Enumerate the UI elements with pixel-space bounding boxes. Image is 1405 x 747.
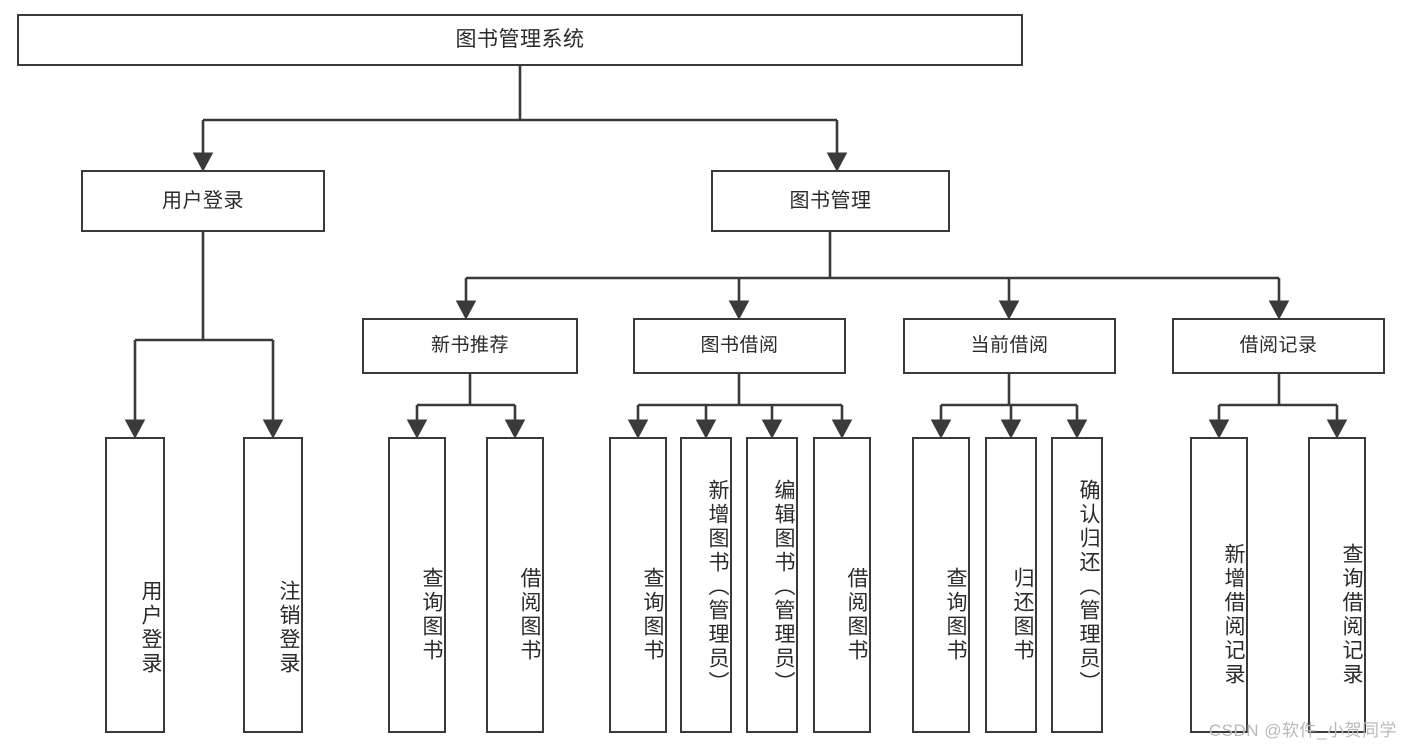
node-root-library-system[interactable]: 图书管理系统 xyxy=(17,14,1023,66)
edges-login-to-leaves xyxy=(124,232,284,439)
leaf-borrow-books[interactable]: 借阅图书 xyxy=(813,437,871,733)
leaf-return-books[interactable]: 归还图书 xyxy=(985,437,1037,733)
node-book-management[interactable]: 图书管理 xyxy=(711,170,950,232)
leaf-add-book-admin[interactable]: 新增图书（管理员） xyxy=(680,437,732,733)
node-user-login[interactable]: 用户登录 xyxy=(81,170,325,232)
edges-newbooks-to-leaves xyxy=(406,374,526,439)
edges-books-to-level2 xyxy=(455,232,1290,320)
leaf-user-login[interactable]: 用户登录 xyxy=(105,437,165,733)
leaf-query-books-borrow[interactable]: 查询图书 xyxy=(609,437,667,733)
leaf-edit-book-admin[interactable]: 编辑图书（管理员） xyxy=(746,437,798,733)
edges-root-to-level1 xyxy=(192,66,848,172)
leaf-query-books-current[interactable]: 查询图书 xyxy=(912,437,970,733)
edges-current-to-leaves xyxy=(930,374,1088,439)
leaf-query-books-newbook[interactable]: 查询图书 xyxy=(388,437,446,733)
edges-borrow-to-leaves xyxy=(627,374,853,439)
node-book-borrow[interactable]: 图书借阅 xyxy=(633,318,846,374)
leaf-confirm-return-admin[interactable]: 确认归还（管理员） xyxy=(1051,437,1103,733)
csdn-watermark: CSDN @软件_小贺同学 xyxy=(1208,721,1397,740)
leaf-query-borrow-record[interactable]: 查询借阅记录 xyxy=(1308,437,1366,733)
leaf-add-borrow-record[interactable]: 新增借阅记录 xyxy=(1190,437,1248,733)
leaf-user-logout[interactable]: 注销登录 xyxy=(243,437,303,733)
node-current-borrow[interactable]: 当前借阅 xyxy=(903,318,1116,374)
node-borrow-records[interactable]: 借阅记录 xyxy=(1172,318,1385,374)
leaf-borrow-books-newbook[interactable]: 借阅图书 xyxy=(486,437,544,733)
node-new-book-recommend[interactable]: 新书推荐 xyxy=(362,318,578,374)
edges-records-to-leaves xyxy=(1208,374,1348,439)
